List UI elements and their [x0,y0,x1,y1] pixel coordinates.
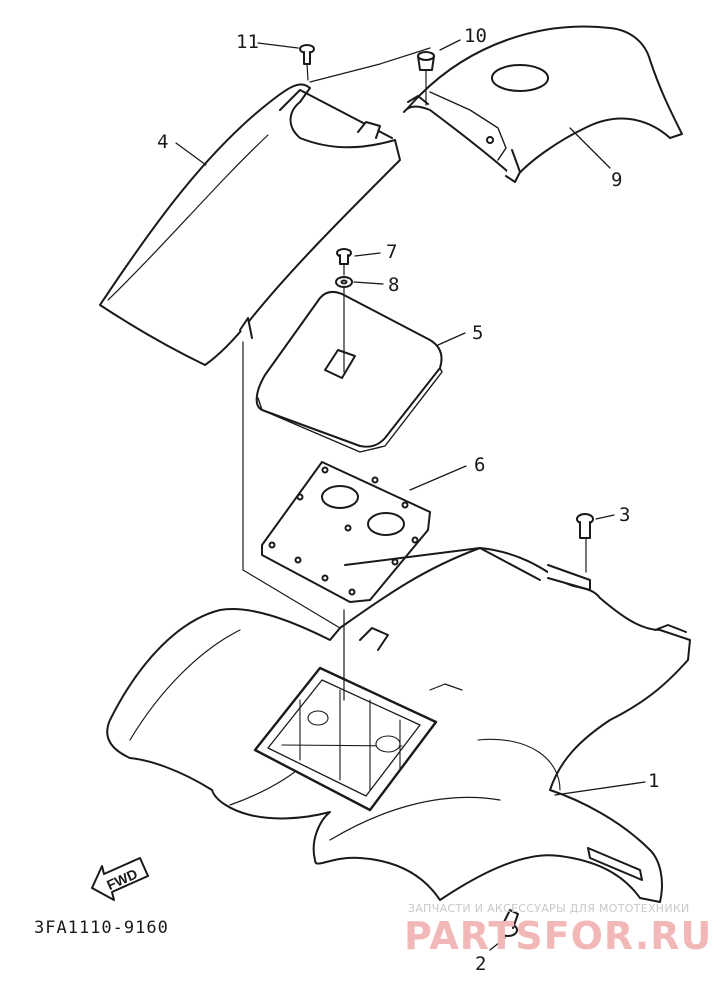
forward-arrow-icon [91,857,149,901]
part-number-labels: 11 10 4 9 7 8 5 6 3 1 2 FWD [104,25,659,975]
mounting-plate [261,461,431,603]
bolt-10 [417,51,435,71]
watermark-caption: ЗАПЧАСТИ И АКСЕССУАРЫ ДЛЯ МОТОТЕХНИКИ [408,902,690,915]
rear-fender-panel [99,83,401,366]
drawing-code: 3FA1110-9160 [34,918,169,938]
part-number-11: 11 [236,31,259,53]
washer-8 [335,276,353,288]
fender-flap [403,25,683,183]
bolt-3 [576,513,594,539]
watermark-logo: PARTSFOR.RU [404,914,713,958]
part-number-5: 5 [472,322,483,344]
part-number-2: 2 [475,953,486,975]
part-number-6: 6 [474,454,485,476]
part-number-1: 1 [648,770,659,792]
part-number-10: 10 [464,25,487,47]
part-number-9: 9 [611,169,622,191]
part-number-4: 4 [157,131,168,153]
storage-box-lid [255,290,443,453]
bolt-2 [498,909,519,937]
assembly-lines [242,47,587,701]
leader-lines [175,39,646,951]
part-number-3: 3 [619,504,630,526]
direction-label: FWD [104,866,140,894]
rear-fender-body [106,547,691,903]
part-number-8: 8 [388,274,399,296]
part-number-7: 7 [386,241,397,263]
bolt-11 [299,44,315,65]
bolt-7 [336,248,352,265]
